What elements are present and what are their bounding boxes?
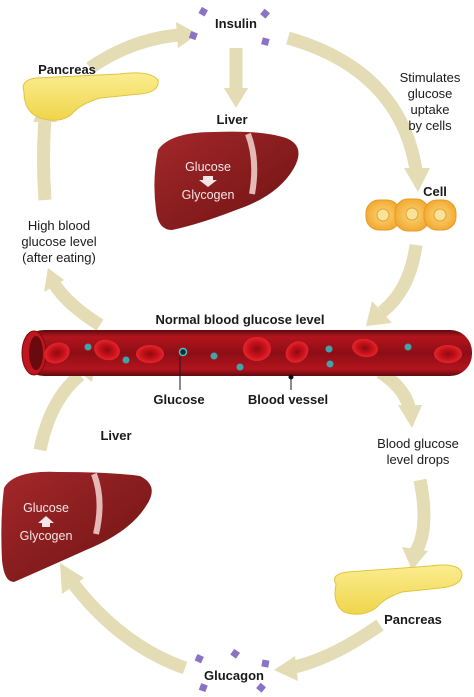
liver-bottom-to: Glycogen [20, 529, 73, 543]
arrowhead [366, 301, 392, 326]
cell-label: Cell [423, 184, 447, 199]
arrowhead [398, 405, 422, 428]
arrowhead [224, 88, 248, 108]
glucagon-particle [194, 654, 204, 664]
glucagon-particle [261, 659, 270, 668]
pancreas-bottom-label: Pancreas [384, 612, 442, 627]
blood-vessel-label: Blood vessel [247, 392, 329, 407]
vessel-opening-inner [29, 336, 43, 370]
liver-bottom-from: Glucose [23, 501, 69, 515]
glucagon-particles [194, 648, 270, 693]
liver-bottom-shape [1, 471, 152, 582]
glucagon-particle [198, 683, 208, 693]
stimulates-line: glucose [407, 86, 453, 101]
glucose-molecule [326, 360, 334, 368]
liver-top-arrow [199, 176, 217, 187]
arrow-high-to-pancreas [37, 117, 52, 201]
arrow-vessel-to-drops [376, 366, 417, 412]
arrow-vessel-to-high [49, 281, 104, 331]
liver-bottom: Glucose Glycogen [1, 471, 152, 582]
arrow-cell-to-vessel [377, 244, 423, 318]
arrow-glucagon-to-liver [66, 578, 188, 675]
glucose-molecule [325, 345, 333, 353]
insulin-particle [198, 6, 208, 17]
glucose-molecule [236, 363, 244, 371]
arrowhead [60, 563, 84, 594]
arrowhead [274, 656, 298, 681]
arrow-insulin-to-cell [286, 31, 423, 172]
glucagon-particle [256, 682, 266, 693]
arrow-pancreas-to-glucagon [288, 619, 384, 675]
drops-label: Blood glucose level drops [370, 436, 466, 468]
red-blood-cell [44, 342, 70, 364]
blood-vessel [21, 330, 472, 390]
liver-bottom-arrow [38, 516, 54, 527]
pancreas-top-label: Pancreas [38, 62, 96, 77]
glucose-molecule [404, 343, 412, 351]
glucose-molecules [84, 343, 412, 371]
glucose-molecule [178, 347, 188, 357]
arrow-pancreas-to-insulin [86, 28, 179, 74]
high-glucose-line: High blood [27, 218, 91, 233]
liver-top-to: Glycogen [182, 188, 235, 202]
liver-top-shape [154, 131, 299, 230]
insulin-particles [188, 6, 270, 46]
red-blood-cell [352, 338, 378, 358]
high-glucose-label: High blood glucose level (after eating) [14, 218, 104, 266]
stimulates-line: uptake [410, 102, 450, 117]
liver-top-ligament [245, 132, 258, 195]
drops-line: Blood glucose [377, 436, 459, 451]
stimulates-line: by cells [408, 118, 452, 133]
insulin-particle [260, 8, 270, 19]
glucose-molecule [84, 343, 92, 351]
red-blood-cell [136, 345, 164, 363]
liver-bottom-label: Liver [100, 428, 132, 443]
arrowhead [404, 168, 430, 192]
liver-bottom-ligament [91, 472, 103, 535]
red-blood-cells [44, 337, 462, 364]
drops-line: level drops [386, 452, 450, 467]
arrowhead [44, 268, 64, 292]
stimulates-line: Stimulates [399, 70, 461, 85]
glucose-molecule [210, 352, 218, 360]
cells [365, 198, 457, 232]
vessel-pointer-dot [288, 374, 294, 380]
pancreas-top-shape [22, 72, 159, 121]
insulin-particle [188, 31, 198, 41]
arrowhead [176, 22, 198, 48]
high-glucose-line: (after eating) [22, 250, 96, 265]
insulin-label: Insulin [215, 16, 257, 31]
high-glucose-line: glucose level [21, 234, 97, 249]
red-blood-cell [243, 337, 271, 361]
insulin-particle [261, 37, 270, 46]
arrow-drops-to-pancreas [409, 478, 431, 557]
red-blood-cell [434, 345, 462, 363]
title-label: Normal blood glucose level [155, 312, 325, 327]
red-blood-cell [94, 339, 120, 361]
pancreas-bottom-shape [334, 564, 463, 615]
glucagon-particle [230, 648, 240, 659]
glucagon-label: Glucagon [204, 668, 264, 683]
liver-top-label: Liver [216, 112, 248, 127]
glucose-molecule [122, 356, 130, 364]
arrow-liver-to-vessel [33, 370, 85, 452]
stimulates-label: Stimulates glucose uptake by cells [390, 70, 470, 134]
liver-top: Glucose Glycogen [154, 131, 299, 230]
red-blood-cell [285, 341, 309, 363]
cell-nucleus [433, 208, 447, 222]
glucose-label: Glucose [153, 392, 205, 407]
liver-top-from: Glucose [185, 160, 231, 174]
arrowhead [402, 547, 428, 570]
cell-nucleus [405, 207, 419, 221]
cell-nucleus [376, 208, 390, 222]
